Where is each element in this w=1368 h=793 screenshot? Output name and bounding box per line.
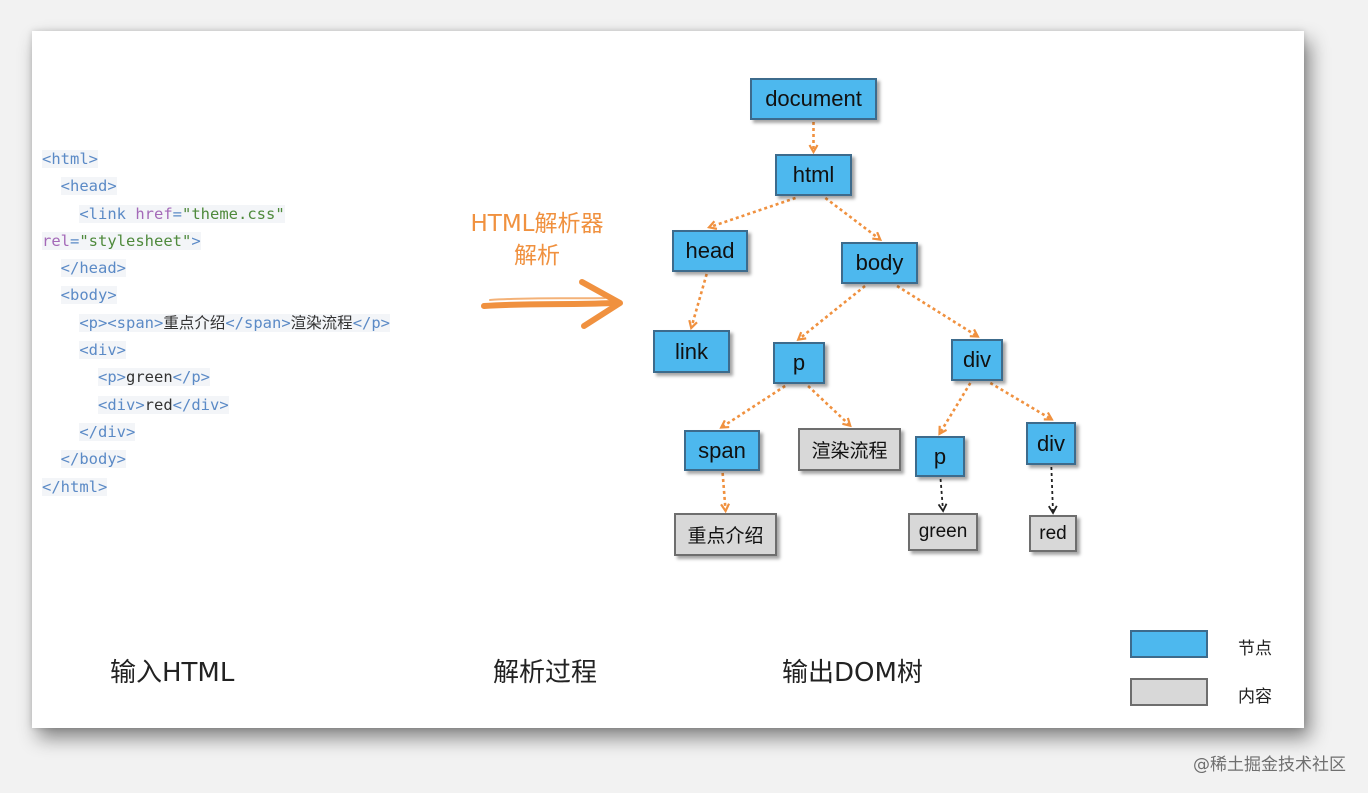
content-node-txt1: 渲染流程	[798, 428, 901, 471]
code-token: </html>	[42, 477, 108, 496]
code-token: </span>	[225, 313, 291, 332]
dom-node-head: head	[672, 230, 748, 272]
code-token: "stylesheet"	[79, 231, 192, 250]
edge-body-to-p1	[799, 284, 866, 339]
parse-process-label: 解析过程	[493, 658, 598, 688]
code-token: <div>	[98, 395, 145, 414]
code-token: <div>	[79, 341, 126, 360]
code-line: <head>	[42, 173, 390, 200]
code-token: href	[135, 204, 173, 223]
code-line: <body>	[42, 282, 390, 309]
code-line: <div>red</div>	[42, 392, 390, 419]
edge-body-to-div1	[896, 284, 977, 336]
code-line: rel="stylesheet">	[42, 228, 390, 255]
dom-node-body: body	[841, 242, 918, 284]
code-line: <link href="theme.css"	[42, 201, 390, 228]
code-line: </head>	[42, 255, 390, 282]
edge-head-to-link	[692, 273, 708, 327]
code-token: green	[126, 368, 173, 387]
edge-div1-to-p2	[940, 382, 972, 433]
edge-html-to-head	[710, 196, 796, 227]
code-token: </div>	[172, 395, 229, 414]
code-line: </div>	[42, 419, 390, 446]
diagram-card	[32, 31, 1304, 728]
code-token: <body>	[60, 286, 117, 305]
code-token: "theme.css"	[182, 204, 285, 223]
parse-arrow	[481, 279, 623, 329]
code-token: >	[191, 231, 201, 250]
code-token: <p>	[98, 368, 126, 387]
edge-p2-to-txt3	[937, 478, 948, 513]
dom-node-html: html	[775, 154, 852, 196]
edge-span-to-txt2	[723, 472, 726, 510]
dom-node-link: link	[653, 330, 730, 373]
code-token: </div>	[79, 422, 136, 441]
legend-content-label: 内容	[1238, 687, 1272, 707]
code-token: rel	[42, 231, 70, 250]
code-line: </body>	[42, 446, 390, 473]
dom-node-span: span	[684, 430, 760, 471]
dom-node-div1: div	[951, 339, 1003, 381]
input-html-label: 输入HTML	[110, 658, 235, 688]
code-token: <head>	[60, 177, 117, 196]
edge-p1-to-span	[722, 384, 786, 427]
legend-node-label: 节点	[1238, 639, 1272, 659]
code-line: <p><span>重点介绍</span>渲染流程</p>	[42, 310, 391, 337]
code-line: <div>	[42, 337, 390, 364]
content-node-txt3: green	[908, 513, 978, 551]
code-line: <html>	[42, 146, 390, 173]
code-token: </p>	[352, 313, 391, 332]
parser-caption: HTML解析器 解析	[452, 208, 622, 272]
code-token: <html>	[42, 150, 98, 168]
code-token: 重点介绍	[163, 313, 226, 332]
code-token: 渲染流程	[290, 313, 353, 332]
content-node-txt2: 重点介绍	[674, 513, 777, 556]
edge-div1-to-div2	[989, 381, 1051, 419]
legend-node-swatch	[1130, 630, 1208, 658]
output-dom-label: 输出DOM树	[782, 658, 923, 688]
code-token: <p><span>	[79, 313, 164, 332]
edge-html-to-body	[824, 196, 879, 239]
dom-node-div2: div	[1026, 422, 1076, 465]
parser-caption-line1: HTML解析器	[470, 211, 604, 237]
code-token: =	[172, 204, 182, 223]
code-line: <p>green</p>	[42, 364, 390, 391]
edge-div2-to-txt4	[1048, 466, 1058, 515]
watermark: @稀土掘金技术社区	[1193, 755, 1346, 775]
code-line: </html>	[42, 474, 390, 501]
code-token: <link	[79, 204, 136, 223]
legend-content-swatch	[1130, 678, 1208, 706]
dom-node-document: document	[750, 78, 877, 120]
dom-node-p2: p	[915, 436, 965, 477]
code-token: </body>	[60, 450, 126, 469]
code-token: red	[144, 395, 173, 414]
parser-caption-line2: 解析	[514, 243, 560, 269]
dom-node-p1: p	[773, 342, 825, 384]
code-token: </head>	[60, 259, 126, 278]
html-source-code: <html> <head> <link href="theme.css"rel=…	[42, 146, 391, 501]
content-node-txt4: red	[1029, 515, 1077, 552]
code-token: </p>	[172, 368, 210, 387]
edge-p1-to-txt1	[807, 385, 849, 425]
code-token: =	[70, 231, 80, 250]
